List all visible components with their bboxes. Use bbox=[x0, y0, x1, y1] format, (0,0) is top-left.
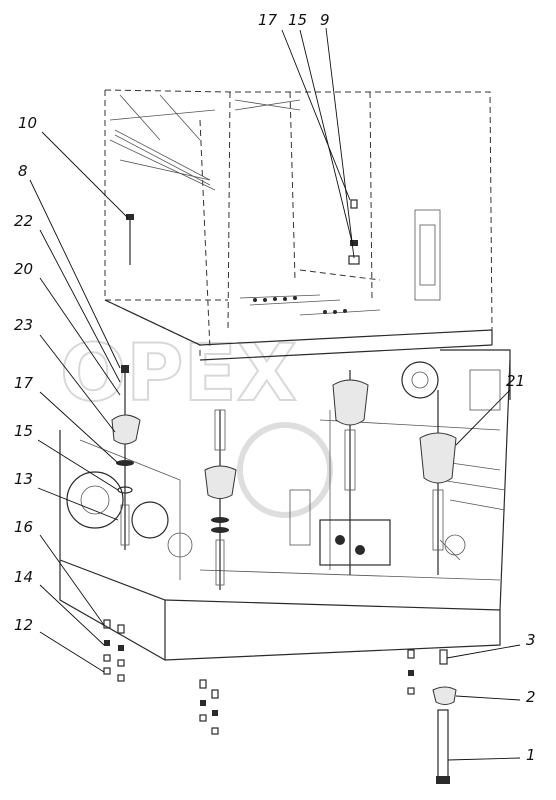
pin-part-1 bbox=[437, 709, 449, 781]
callout-13: 13 bbox=[14, 470, 33, 488]
callout-17-top: 17 bbox=[258, 11, 278, 29]
callout-22: 22 bbox=[14, 212, 33, 230]
watermark: OPEX bbox=[59, 328, 333, 518]
callout-1: 1 bbox=[526, 746, 536, 764]
callout-10: 10 bbox=[18, 114, 37, 132]
watermark-gear bbox=[237, 422, 333, 518]
bushing-part-2 bbox=[432, 686, 457, 705]
callout-16: 16 bbox=[14, 518, 33, 536]
cab-frame bbox=[104, 89, 493, 361]
callout-2: 2 bbox=[526, 688, 536, 706]
callout-9: 9 bbox=[320, 11, 330, 29]
mount-left-rear bbox=[204, 409, 237, 590]
callout-14: 14 bbox=[14, 568, 33, 586]
base-frame bbox=[59, 349, 511, 661]
callout-8: 8 bbox=[18, 162, 28, 180]
callout-15-left: 15 bbox=[14, 422, 33, 440]
bolt-set-left bbox=[103, 619, 125, 682]
callout-20: 20 bbox=[14, 260, 33, 278]
callout-labels: 17 15 9 10 8 22 20 23 17 15 13 16 14 12 … bbox=[14, 11, 536, 764]
callout-12: 12 bbox=[14, 616, 33, 634]
callout-3: 3 bbox=[526, 631, 536, 649]
mount-right-rear bbox=[419, 390, 457, 575]
bolt-set-center bbox=[199, 679, 219, 735]
leader-lines bbox=[29, 27, 521, 761]
bolt-set-right bbox=[407, 649, 457, 784]
callout-21: 21 bbox=[506, 372, 525, 390]
watermark-text: OPEX bbox=[60, 329, 297, 419]
callout-23: 23 bbox=[14, 316, 33, 334]
mount-right-front bbox=[332, 370, 369, 575]
callout-15-top: 15 bbox=[288, 11, 307, 29]
callout-17-left: 17 bbox=[14, 374, 34, 392]
